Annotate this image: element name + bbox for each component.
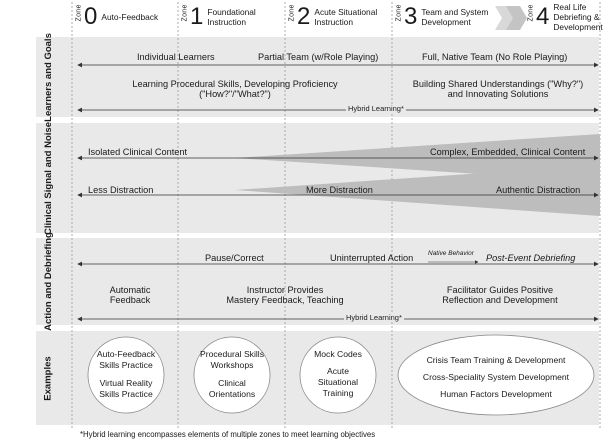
signal-complex-content: Complex, Embedded, Clinical Content — [430, 147, 586, 157]
zone-2-header: Zone 2 Acute Situational Instruction — [288, 3, 378, 30]
example-bubble-zone2 — [299, 336, 377, 414]
example-zone2-text: Mock Codes Acute Situational Training — [314, 349, 362, 398]
signal-less-distraction: Less Distraction — [88, 185, 154, 195]
learners-band — [36, 37, 599, 117]
example-bubble-zone1 — [193, 336, 271, 414]
zone-dividers — [71, 2, 601, 430]
learners-partial-team: Partial Team (w/Role Playing) — [258, 52, 379, 62]
action-instructor-provides: Instructor Provides Mastery Feedback, Te… — [226, 285, 344, 305]
learners-procedural-skills: Learning Procedural Skills, Developing P… — [132, 79, 338, 99]
signal-isolated-content: Isolated Clinical Content — [88, 147, 188, 157]
action-uninterrupted: Uninterrupted Action — [330, 253, 414, 263]
action-post-event-debriefing: Post-Event Debriefing — [486, 253, 576, 263]
learners-hybrid-label: Hybrid Learning* — [346, 104, 406, 113]
zone-1-header: Zone 1 Foundational Instruction — [181, 3, 256, 30]
example-bubble-zone0 — [87, 336, 165, 414]
footnote: *Hybrid learning encompasses elements of… — [80, 430, 376, 439]
action-automatic-feedback: Automatic Feedback — [109, 285, 151, 305]
signal-more-distraction: More Distraction — [306, 185, 373, 195]
zone-0-header: Zone 0 Auto-Feedback — [75, 3, 159, 30]
learners-shared-understandings: Building Shared Understandings ("Why?") … — [412, 79, 584, 99]
action-hybrid-label: Hybrid Learning* — [344, 313, 404, 322]
example-zone0-text: Auto-Feedback Skills Practice Virtual Re… — [96, 349, 156, 399]
signal-wedge-distraction — [235, 165, 600, 216]
example-zone34-text: Crisis Team Training & Development Cross… — [422, 355, 570, 399]
example-zone1-text: Procedural Skills Workshops Clinical Ori… — [200, 349, 264, 399]
signal-authentic-distraction: Authentic Distraction — [496, 185, 581, 195]
action-facilitator-guides: Facilitator Guides Positive Reflection a… — [442, 285, 558, 305]
zone4-arrow-graphic — [495, 6, 527, 30]
action-native-behavior: Native Behavior — [428, 250, 474, 257]
example-bubble-zone34 — [397, 334, 595, 416]
zone-4-header: Zone 4 Real Life Debriefing & Developmen… — [527, 2, 603, 32]
action-pause-correct: Pause/Correct — [205, 253, 264, 263]
learners-individual: Individual Learners — [137, 52, 215, 62]
learners-full-team: Full, Native Team (No Role Playing) — [422, 52, 568, 62]
zone-3-header: Zone 3 Team and System Development — [395, 3, 489, 30]
action-band — [36, 238, 599, 325]
